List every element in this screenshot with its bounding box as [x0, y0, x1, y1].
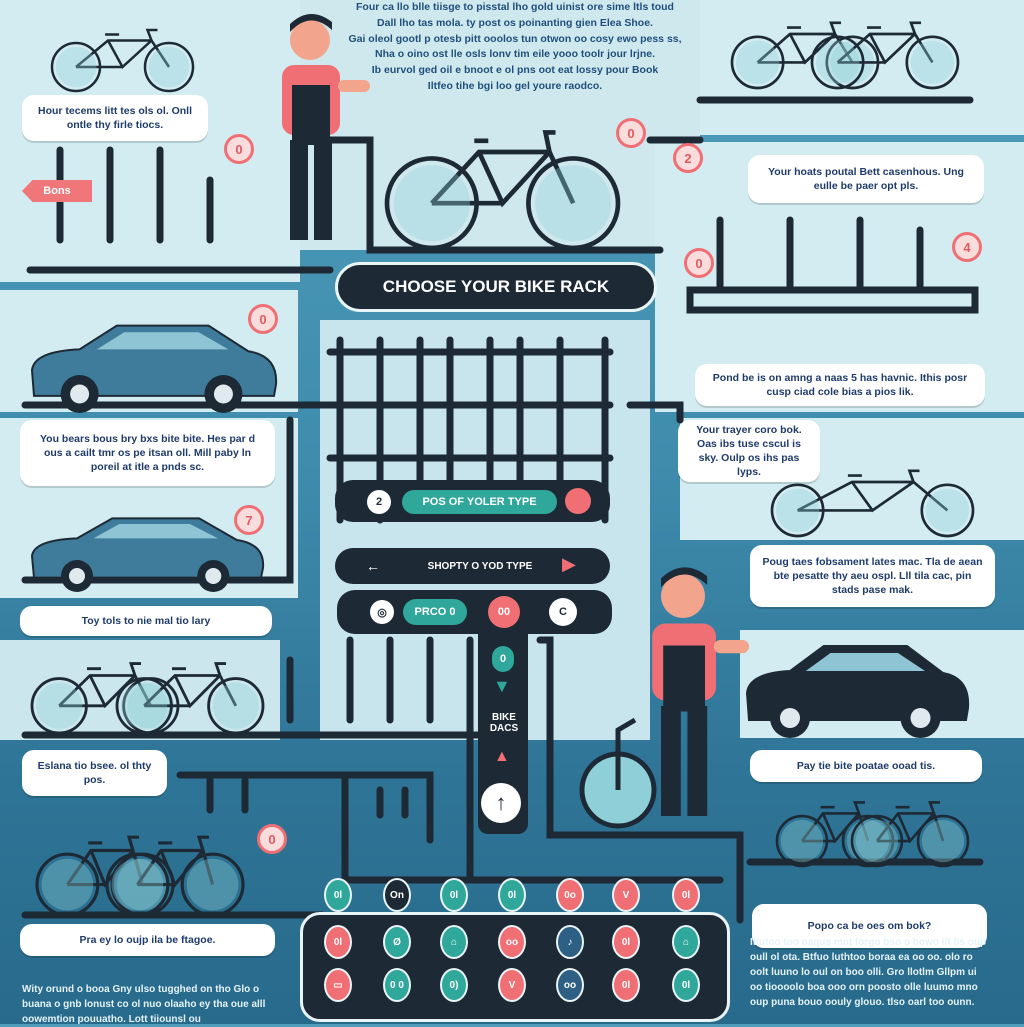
bottom-right-text: Itlutoo too oaqus mot forgo bso o bowo i… — [750, 937, 987, 1008]
rack-type-icon[interactable]: 0l — [498, 878, 526, 912]
callout-left-small: Eslana tio bsee. ol thty pos. — [22, 750, 167, 796]
rack-type-icon[interactable]: V — [612, 878, 640, 912]
callout-right-question: Popo ca be oes om bok? — [752, 904, 987, 948]
rack-option-icon[interactable]: Ø — [383, 925, 411, 959]
bicycle-illustration — [730, 21, 960, 90]
down-badge: 0 — [492, 646, 514, 672]
rack-option-icon[interactable]: ⌂ — [440, 925, 468, 959]
callout-right-small: Your trayer coro bok. Oas ibs tuse cscul… — [678, 420, 820, 482]
sign-tag: Bons — [22, 180, 92, 202]
rack-type-icon[interactable]: 0l — [672, 878, 700, 912]
step-one-number: 2 — [367, 490, 391, 514]
step-two-label[interactable]: SHOPTY O YOD TYPE — [427, 560, 533, 572]
callout-left-lower: Toy tols to nie mal tio lary — [20, 606, 272, 636]
step-badge: 7 — [234, 505, 264, 535]
bicycle-illustration — [384, 130, 621, 251]
callout-left-bottom: Pra ey lo oujp ila be ftagoe. — [20, 924, 275, 956]
suv-illustration — [745, 645, 970, 738]
step-badge: 0 — [616, 118, 646, 148]
bicycle-illustration — [35, 835, 245, 917]
person-illustration — [652, 567, 749, 816]
panel-bike-left — [0, 640, 280, 740]
bicycle-illustration — [50, 28, 195, 93]
bottom-left-text: Wity orund o booa Gny ulso tugghed on th… — [22, 984, 266, 1025]
rack-option-icon[interactable]: 0l — [612, 968, 640, 1002]
intro-paragraph: Four ca llo blle tiisge to pisstal lho g… — [330, 0, 700, 95]
intro-line: Nha o oino ost lle osls lonv tim eile yo… — [374, 48, 656, 61]
step-badge: 0 — [257, 824, 287, 854]
car-illustration — [30, 517, 265, 592]
step-one-label[interactable]: POS OF YOLER TYPE — [402, 490, 557, 514]
rack-type-icon[interactable]: 0l — [440, 878, 468, 912]
step-three-label[interactable]: PRCO 0 — [403, 599, 467, 625]
bike-racks-label: BIKE DACS — [489, 712, 519, 734]
page-title: CHOOSE YOUR BIKE RACK — [335, 262, 657, 312]
bicycle-illustration — [770, 469, 975, 538]
step-three-value: 00 — [488, 596, 520, 628]
step-badge: 0 — [248, 304, 278, 334]
intro-line: Iltfeo tihe bgi loo gel youre raodco. — [427, 79, 603, 92]
callout-right-mid: Pond be is on amng a naas 5 has havnic. … — [695, 364, 985, 406]
rack-option-icon[interactable]: 0l — [672, 968, 700, 1002]
rack-option-icon[interactable]: ♪ — [556, 925, 584, 959]
car-illustration — [30, 324, 278, 413]
step-three-icon: ◎ — [370, 600, 394, 624]
rack-option-icon[interactable]: 0l — [324, 925, 352, 959]
callout-top-left: Hour tecems litt tes ols ol. Onll ontle … — [22, 95, 208, 141]
rack-type-icon[interactable]: 0l — [324, 878, 352, 912]
rack-option-icon[interactable]: oo — [498, 925, 526, 959]
intro-line: Dall lho tas mola. ty post os poinanting… — [377, 16, 653, 29]
bicycle-illustration — [30, 662, 265, 735]
step-three-end: C — [549, 598, 577, 626]
step-badge: 0 — [224, 134, 254, 164]
arrow-up-button[interactable]: ↑ — [481, 783, 521, 823]
rack-option-icon[interactable]: 0 0 — [383, 968, 411, 1002]
rack-option-icon[interactable]: ▭ — [324, 968, 352, 1002]
arrow-right-icon: ▶ — [562, 554, 576, 574]
step-badge: 0 — [684, 248, 714, 278]
step-badge: 4 — [952, 232, 982, 262]
step-two-bar — [335, 548, 610, 584]
rack-option-icon[interactable]: ⌂ — [672, 925, 700, 959]
arrow-up-red-icon: ▲ — [494, 748, 510, 765]
intro-line: Gai oleol gootl p otesb pitt ooolos tun … — [348, 32, 682, 45]
arrow-left-icon: ← — [366, 558, 380, 574]
rack-type-icon[interactable]: On — [383, 878, 411, 912]
callout-right-bottom: Pay tie bite poatae ooad tis. — [750, 750, 982, 782]
rack-type-icon[interactable]: 0o — [556, 878, 584, 912]
rack-option-icon[interactable]: oo — [556, 968, 584, 1002]
rack-option-icon[interactable]: 0l — [612, 925, 640, 959]
intro-line: Ib eurvol ged oil e bnoot e ol pns oot e… — [371, 64, 659, 76]
arrow-down-icon: ▼ — [493, 676, 511, 696]
bicycle-illustration — [775, 801, 970, 868]
person-illustration — [282, 13, 370, 240]
intro-line: Four ca llo blle tiisge to pisstal lho g… — [356, 1, 674, 13]
callout-right-top: Your hoats poutal Bett casenhous. Ung eu… — [748, 155, 984, 203]
callout-left-mid: You bears bous bry bxs bite bite. Hes pa… — [20, 420, 275, 486]
wheel-illustration — [579, 717, 657, 829]
rack-option-icon[interactable]: 0) — [440, 968, 468, 1002]
rack-option-icon[interactable]: V — [498, 968, 526, 1002]
callout-right-lower: Poug taes fobsament lates mac. Tla de ae… — [750, 545, 995, 607]
step-badge: 2 — [673, 143, 703, 173]
step-one-dot — [565, 488, 591, 514]
